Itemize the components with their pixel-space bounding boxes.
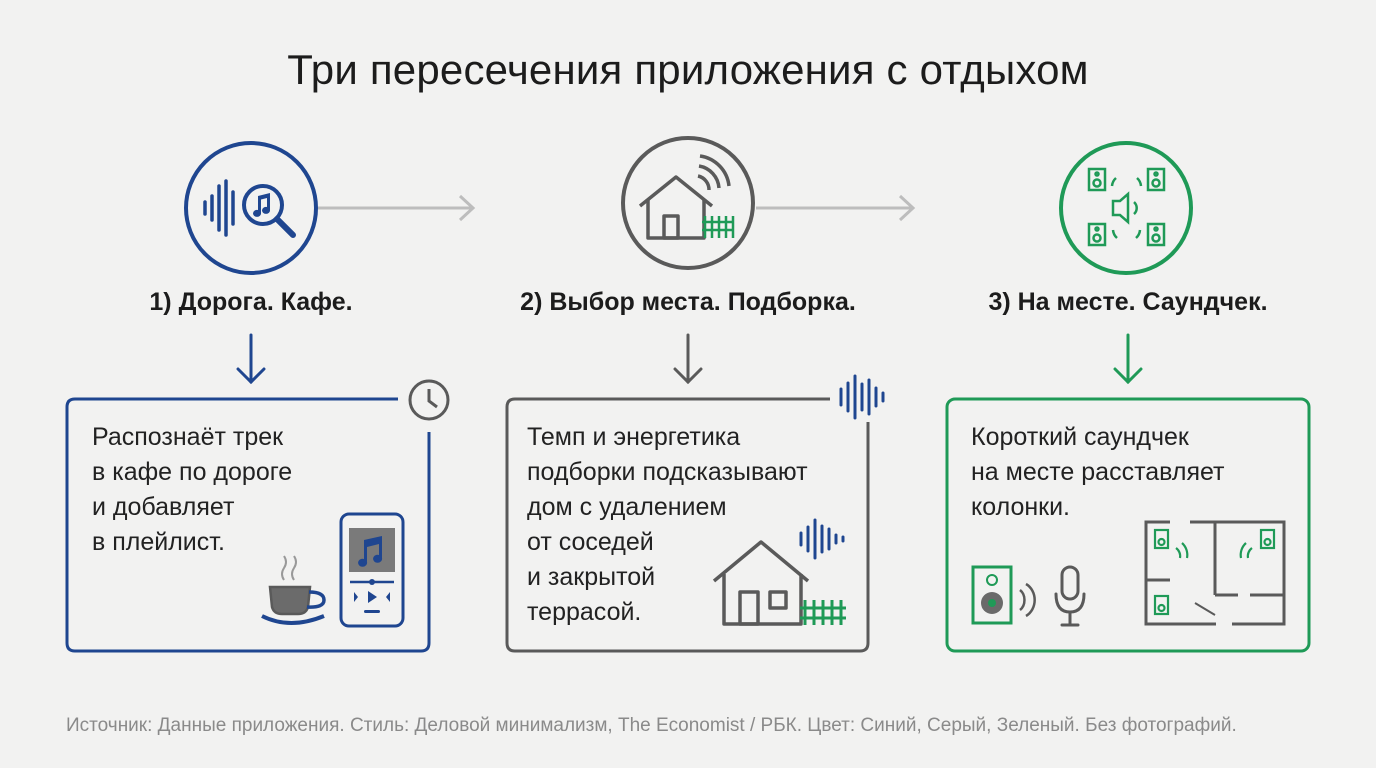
card-3-line: на месте расставляет bbox=[971, 458, 1225, 486]
card-3-text: Короткий саундчек на месте расставляет к… bbox=[971, 420, 1225, 525]
sound-wave-icon bbox=[839, 374, 885, 420]
speaker-icon bbox=[971, 565, 1036, 625]
card-2 bbox=[505, 374, 885, 653]
house-signal-icon bbox=[621, 136, 755, 270]
card-1-line: в плейлист. bbox=[92, 528, 225, 556]
step-1-label: 1) Дорога. Кафе. bbox=[149, 288, 353, 316]
house-icon bbox=[712, 540, 810, 626]
fence-icon bbox=[800, 600, 846, 625]
sound-wave-small-icon bbox=[799, 518, 845, 560]
page-title: Три пересечения приложения с отдыхом bbox=[287, 46, 1089, 93]
card-1-line: Распознаёт трек bbox=[92, 423, 284, 451]
microphone-icon bbox=[1054, 565, 1086, 627]
source-note: Источник: Данные приложения. Стиль: Дело… bbox=[66, 715, 1237, 736]
card-2-line: дом с удалением bbox=[527, 493, 727, 521]
speakers-icon bbox=[1059, 141, 1193, 275]
card-1-line: в кафе по дороге bbox=[92, 458, 293, 486]
card-2-line: от соседей bbox=[527, 528, 654, 556]
card-2-line: Темп и энергетика bbox=[527, 423, 741, 451]
card-2-line: террасой. bbox=[527, 598, 642, 626]
down-arrow-1 bbox=[236, 333, 266, 385]
sound-search-icon bbox=[184, 141, 318, 275]
card-2-line: подборки подсказывают bbox=[527, 458, 808, 486]
card-1-text: Распознаёт трек в кафе по дороге и добав… bbox=[92, 420, 292, 560]
coffee-cup-icon bbox=[261, 555, 326, 625]
card-3 bbox=[945, 397, 1311, 653]
card-1-line: и добавляет bbox=[92, 493, 235, 521]
card-3-line: колонки. bbox=[971, 493, 1070, 521]
down-arrow-2 bbox=[673, 333, 703, 385]
card-2-line: и закрытой bbox=[527, 563, 656, 591]
connector-2-3 bbox=[756, 194, 916, 222]
card-2-text: Темп и энергетика подборки подсказывают … bbox=[527, 420, 808, 630]
floor-plan-icon bbox=[1144, 520, 1286, 626]
connector-1-2 bbox=[318, 194, 476, 222]
plan-speakers-icon bbox=[1153, 528, 1276, 616]
phone-music-icon bbox=[339, 512, 405, 628]
clock-icon bbox=[408, 379, 450, 421]
card-3-line: Короткий саундчек bbox=[971, 423, 1189, 451]
step-3-label: 3) На месте. Саундчек. bbox=[988, 288, 1268, 316]
down-arrow-3 bbox=[1113, 333, 1143, 385]
step-2-label: 2) Выбор места. Подборка. bbox=[520, 288, 856, 316]
card-1 bbox=[65, 379, 450, 653]
